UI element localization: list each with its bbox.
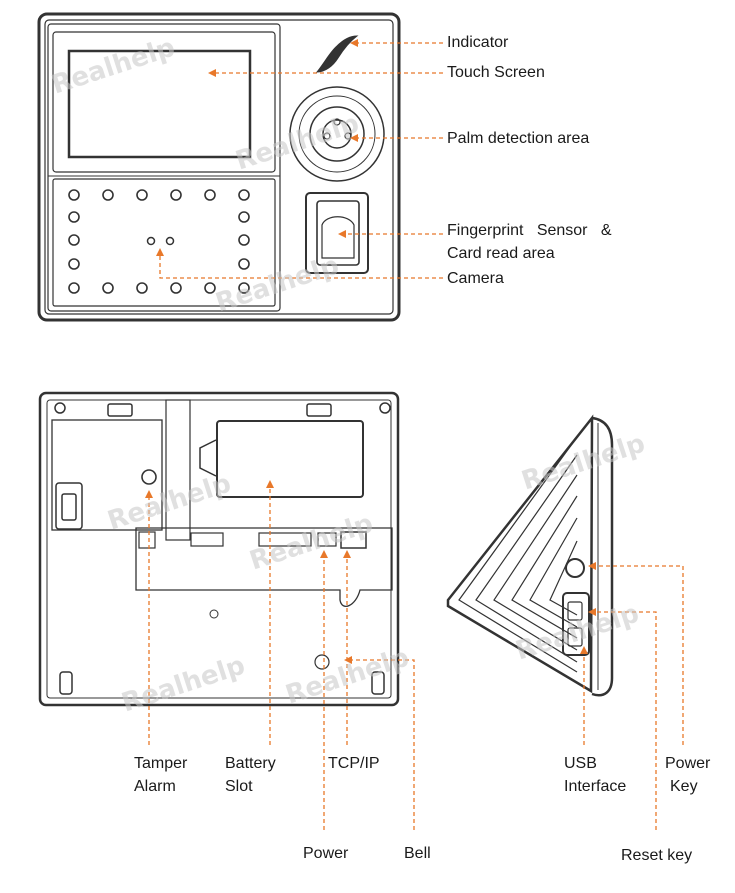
usb-port-housing <box>562 592 590 656</box>
back-leader-lines <box>145 480 415 830</box>
back-inner-frame <box>46 399 392 699</box>
front-left-panel <box>47 23 281 312</box>
camera-lens-left <box>146 236 156 246</box>
connector-tamper <box>138 531 156 549</box>
side-latch-inner <box>61 493 77 521</box>
side-latch <box>55 482 83 530</box>
side-ridges <box>458 436 578 673</box>
palm-detector-ring <box>298 95 376 173</box>
tamper-switch <box>141 469 157 485</box>
back-view <box>38 391 400 707</box>
side-body-outer <box>446 414 594 694</box>
power-key <box>565 558 585 578</box>
front-view <box>37 12 401 322</box>
fingerprint-contour <box>321 216 355 259</box>
label-battery-slot-2: Slot <box>225 778 253 795</box>
label-tamper-alarm-1: Tamper <box>134 755 188 772</box>
label-usb-interface-1: USB <box>564 755 597 772</box>
battery-cap <box>199 439 217 477</box>
label-power-key-1: Power <box>665 755 711 772</box>
label-bell: Bell <box>404 845 431 862</box>
center-screw <box>209 609 219 619</box>
top-clip-right <box>306 403 332 417</box>
label-fingerprint-sensor: Fingerprint Sensor & <box>447 222 612 239</box>
keypad-buttons <box>68 189 250 294</box>
fingerprint-sensor <box>316 200 360 266</box>
label-indicator: Indicator <box>447 34 509 51</box>
label-card-read-area: Card read area <box>447 245 555 262</box>
mount-bracket <box>165 399 191 541</box>
foot-bottom-left <box>59 671 73 695</box>
connector-block-2 <box>258 532 312 547</box>
label-power: Power <box>303 845 349 862</box>
palm-sensor-dot-top <box>333 118 341 126</box>
leader-reset-key <box>588 608 657 830</box>
label-palm-detection-area: Palm detection area <box>447 130 590 147</box>
label-touch-screen: Touch Screen <box>447 64 545 81</box>
front-inner-frame <box>44 19 394 315</box>
camera-lens-right <box>165 236 175 246</box>
usb-port <box>567 601 583 621</box>
connector-tcp-ip <box>340 531 367 549</box>
front-leader-lines <box>156 39 443 279</box>
mounting-block <box>51 419 163 531</box>
palm-sensor-dot-left <box>323 132 331 140</box>
touch-screen <box>67 49 252 159</box>
label-power-key-2: Key <box>670 778 698 795</box>
indicator-light <box>315 35 359 73</box>
side-view <box>446 414 614 697</box>
connector-power <box>317 532 337 547</box>
label-battery-slot-1: Battery <box>225 755 276 772</box>
label-usb-interface-2: Interface <box>564 778 627 795</box>
palm-detector-inner <box>309 106 365 162</box>
label-tcp-ip: TCP/IP <box>328 755 380 772</box>
leader-camera <box>156 248 443 279</box>
keypad-area <box>52 178 276 307</box>
screen-bezel <box>52 31 276 173</box>
top-clip-left <box>107 403 133 417</box>
label-tamper-alarm-2: Alarm <box>134 778 176 795</box>
palm-detector-outer <box>289 86 385 182</box>
reset-port <box>567 627 583 647</box>
back-outer-frame <box>38 391 400 707</box>
label-camera: Camera <box>447 270 504 287</box>
bell-speaker <box>314 654 330 670</box>
side-leader-lines <box>580 562 684 830</box>
foot-bottom-right <box>371 671 385 695</box>
fingerprint-housing <box>305 192 369 274</box>
connector-block-1 <box>190 532 224 547</box>
front-outer-frame <box>37 12 401 322</box>
side-back-panel <box>591 416 614 697</box>
screw-top-right <box>379 402 391 414</box>
leader-power-key <box>588 562 684 745</box>
leader-bell <box>344 656 415 830</box>
connector-board <box>135 527 393 607</box>
battery-slot <box>216 420 364 498</box>
screw-top-left <box>54 402 66 414</box>
label-reset-key: Reset key <box>621 847 693 864</box>
